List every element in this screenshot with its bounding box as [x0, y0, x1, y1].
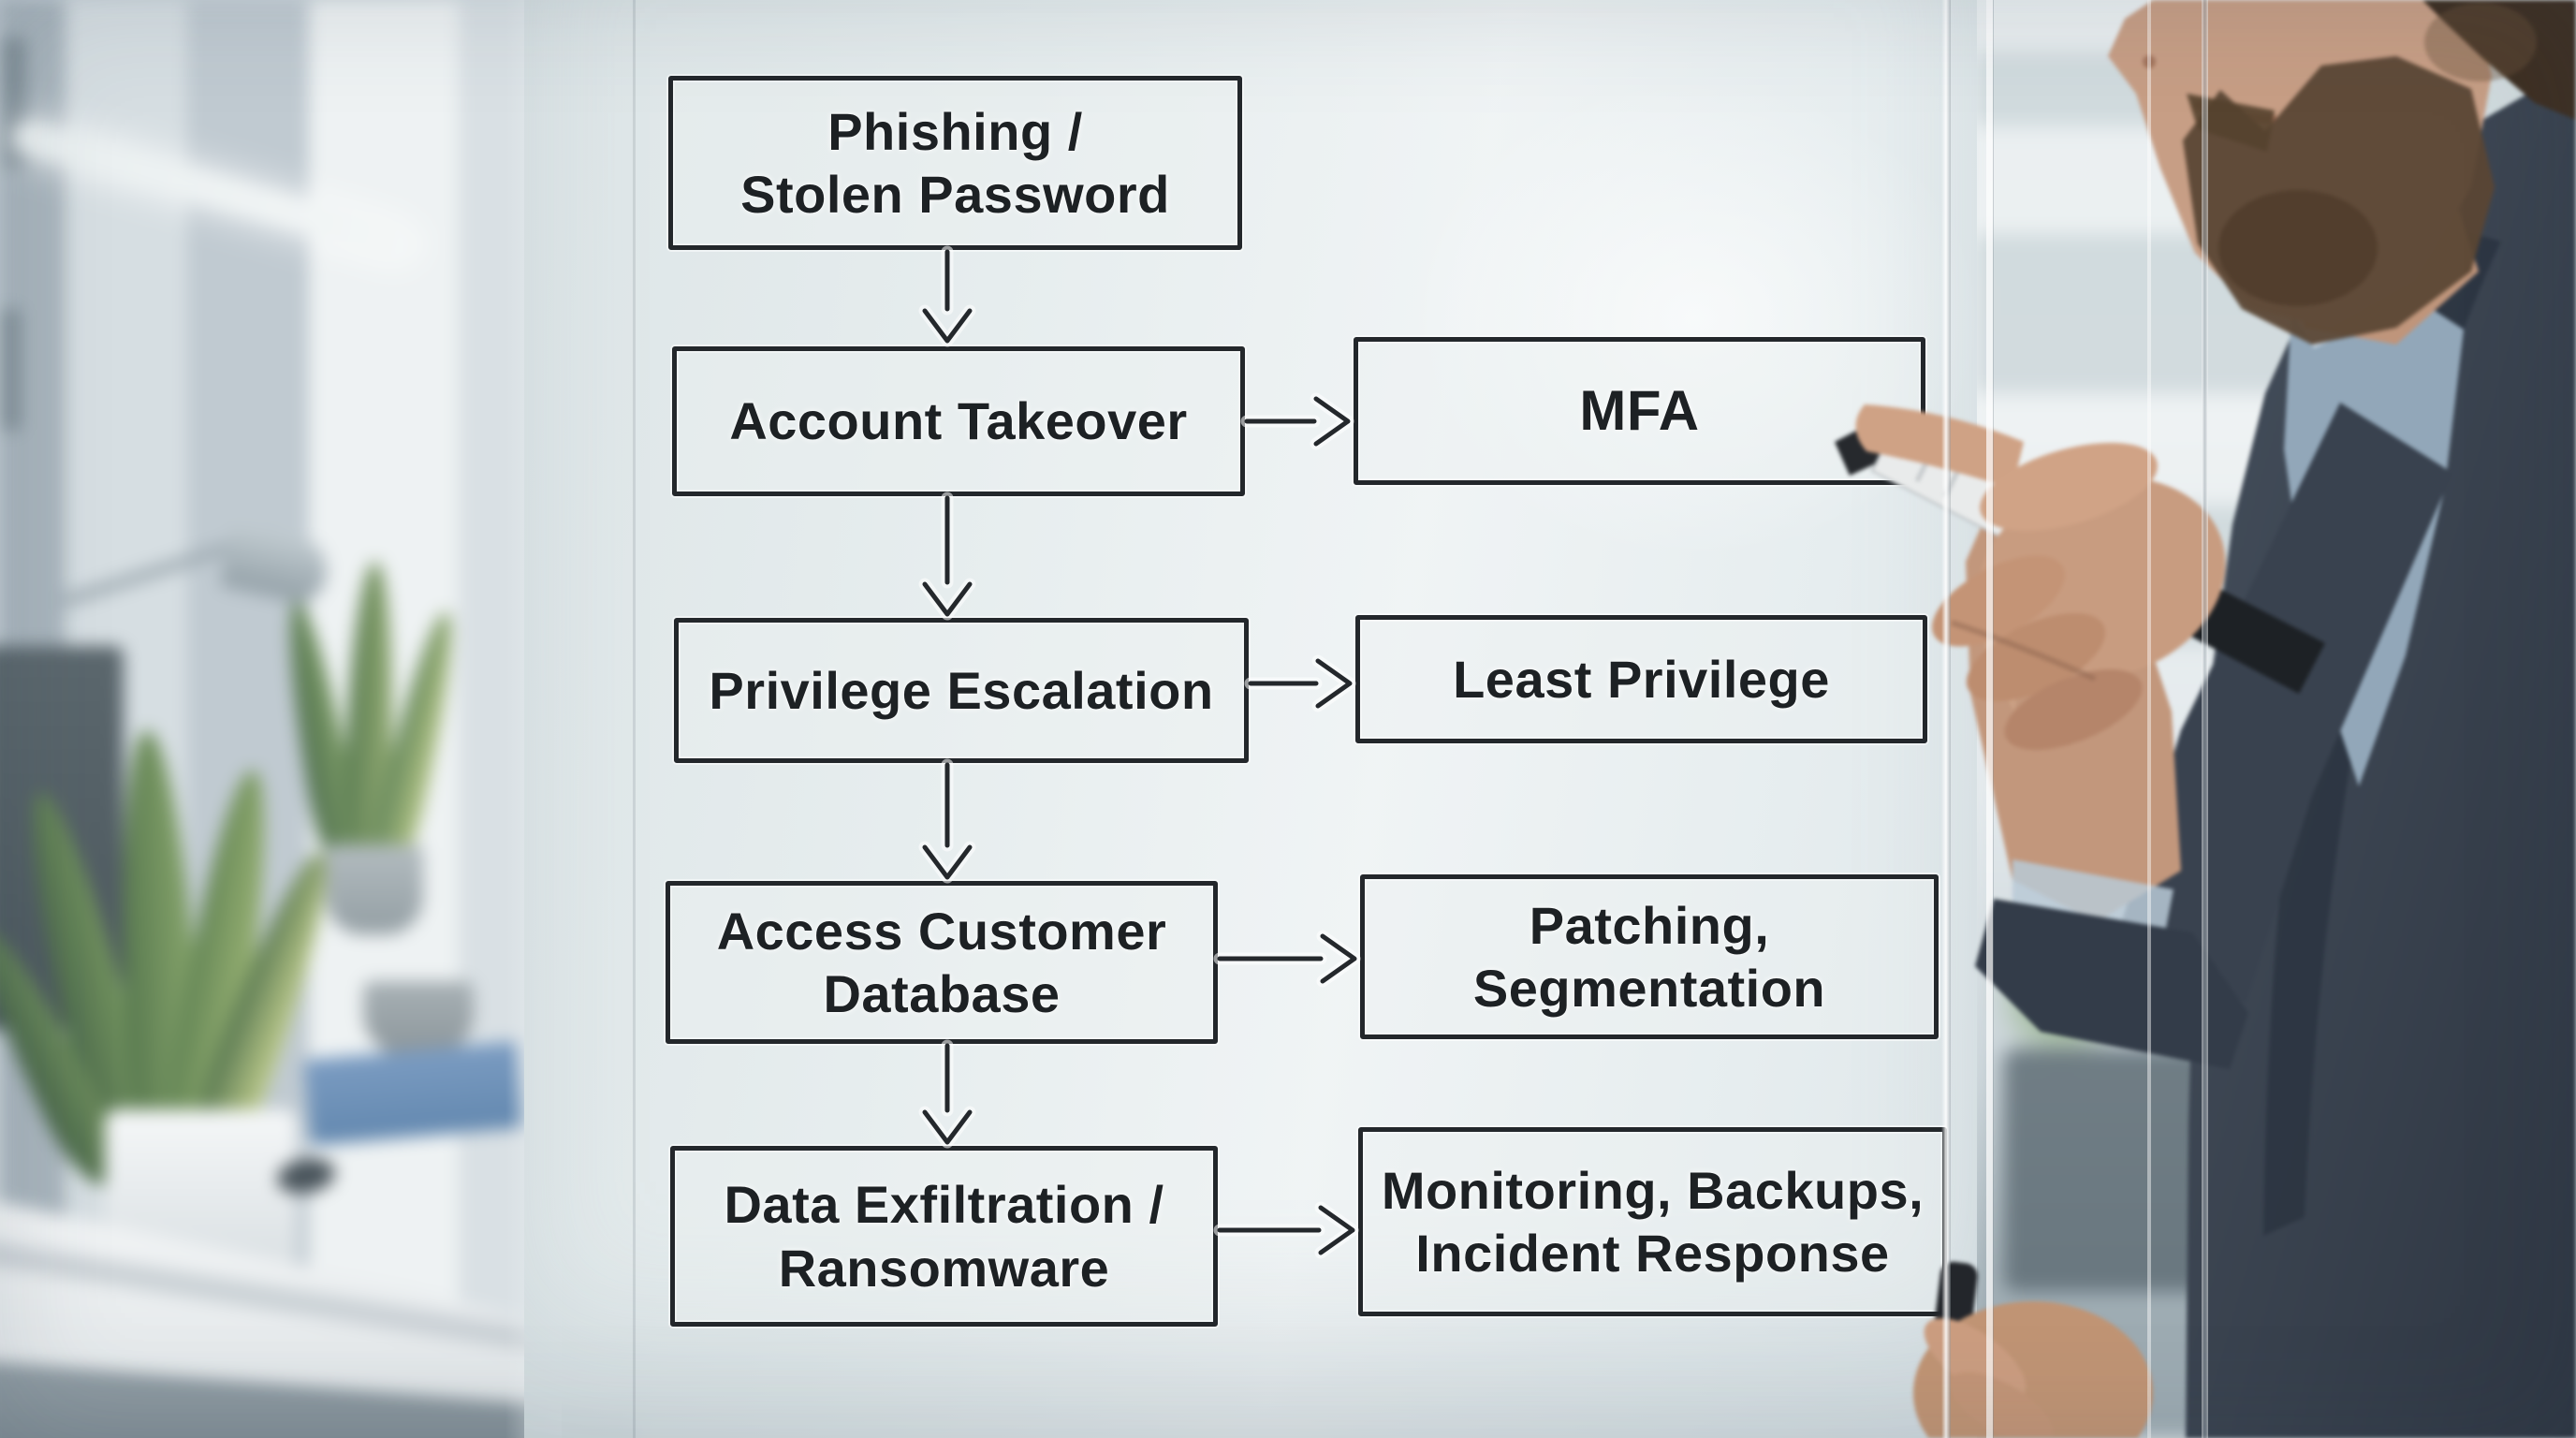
node-monitoring-backups-incident-response: Monitoring, Backups, Incident Response — [1358, 1127, 1947, 1316]
node-patching-segmentation: Patching, Segmentation — [1360, 874, 1939, 1039]
mustache — [2187, 94, 2275, 152]
arrow-privilege-to-leastprivilege — [1248, 658, 1353, 709]
beard-chin-shade — [2218, 190, 2378, 306]
node-mfa: MFA — [1354, 337, 1925, 485]
grey-cup — [363, 981, 474, 1056]
arrow-phishing-to-takeover — [922, 249, 973, 344]
curled-finger — [1966, 613, 2106, 701]
grey-plant-pot — [326, 844, 423, 934]
arrow-database-to-patching — [1217, 933, 1357, 984]
marker-cap — [2179, 581, 2325, 694]
background-shelf-fragment — [0, 309, 21, 431]
node-phishing-stolen-password: Phishing / Stolen Password — [668, 76, 1242, 250]
curled-finger — [1932, 555, 2065, 647]
upper-sleeve — [2104, 403, 2452, 1002]
node-privilege-escalation: Privilege Escalation — [674, 618, 1249, 763]
arrow-exfiltration-to-monitoring — [1217, 1205, 1355, 1255]
index-finger — [1855, 404, 2024, 489]
temple-shadow — [2424, 3, 2537, 81]
node-least-privilege: Least Privilege — [1355, 615, 1927, 743]
node-data-exfiltration-ransomware: Data Exfiltration / Ransomware — [670, 1146, 1218, 1327]
thumb — [1980, 443, 2158, 531]
hair — [2422, 0, 2576, 120]
suit-cuff — [1975, 899, 2248, 1069]
curled-finger — [2004, 669, 2143, 750]
glass-panel-edge — [1941, 0, 1951, 1438]
arrow-takeover-to-privilege — [922, 495, 973, 617]
arrow-database-to-exfiltration — [922, 1043, 973, 1145]
nostril — [2143, 55, 2156, 68]
arrow-privilege-to-database — [922, 762, 973, 880]
lower-finger — [1949, 1372, 2054, 1438]
glass-seam — [2202, 0, 2208, 1438]
node-access-customer-database: Access Customer Database — [666, 881, 1218, 1044]
glass-seam — [633, 0, 636, 1438]
glass-seam — [2147, 0, 2151, 1438]
arrow-takeover-to-mfa — [1244, 396, 1351, 447]
glass-panel-edge — [1986, 0, 1993, 1438]
